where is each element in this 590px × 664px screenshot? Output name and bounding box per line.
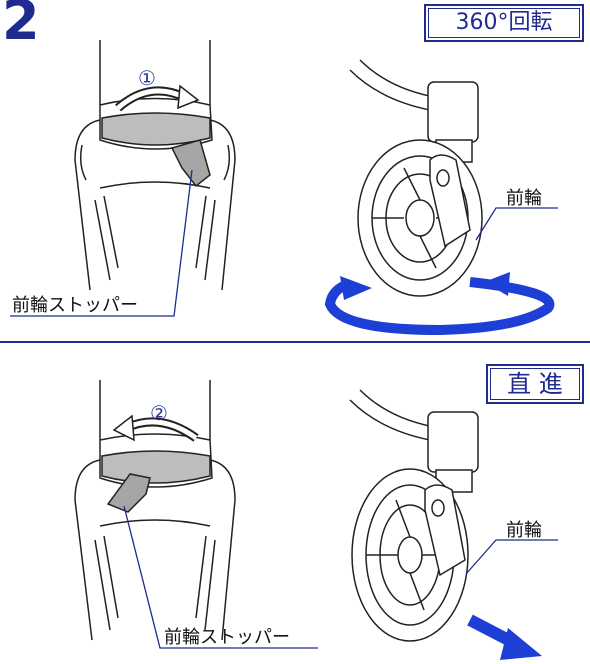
wheel-leader-line-2 <box>466 540 558 574</box>
front-wheel-1 <box>350 60 482 296</box>
wheel-label-2: 前輪 <box>506 516 542 542</box>
wheel-label-1: 前輪 <box>506 184 542 210</box>
front-wheel-2 <box>350 390 478 641</box>
step-marker-2: ② <box>150 401 168 425</box>
stopper-label-1: 前輪ストッパー <box>12 291 138 317</box>
straight-forward-arrow-icon <box>470 620 542 660</box>
wheel-leader-line-1 <box>476 208 558 240</box>
step-marker-1: ① <box>138 66 156 90</box>
stopper-label-2: 前輪ストッパー <box>164 623 290 649</box>
